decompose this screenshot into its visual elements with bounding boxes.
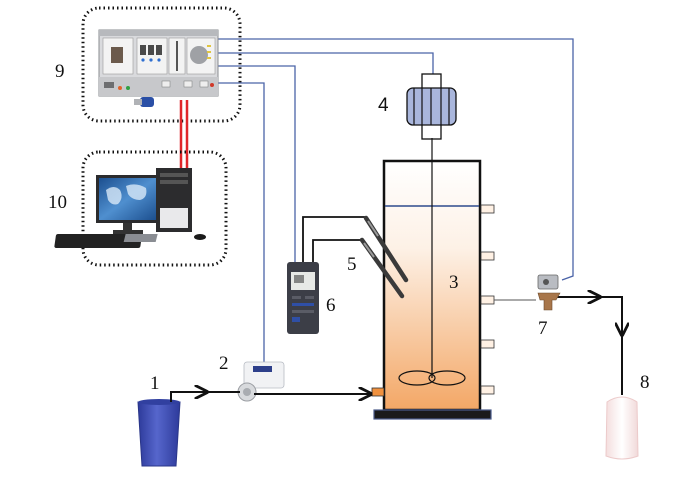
label-3: 3 <box>449 272 459 293</box>
data-cables <box>179 100 189 168</box>
label-7: 7 <box>538 318 548 339</box>
stirrer-motor: 4 <box>378 73 457 140</box>
signal-wire-motor <box>218 52 434 74</box>
flow-bucket-to-pump <box>170 392 207 402</box>
label-10: 10 <box>48 192 67 213</box>
control-panel-icon <box>98 29 219 107</box>
handheld-meter: 6 <box>287 262 336 334</box>
control-panel-group: 9 <box>55 6 242 123</box>
label-9: 9 <box>55 61 65 82</box>
computer-dashed-border <box>81 150 228 267</box>
signal-wires <box>218 38 574 362</box>
peristaltic-pump: 2 <box>219 353 285 402</box>
label-8: 8 <box>640 372 650 393</box>
reactor-vessel: 3 <box>371 138 495 420</box>
flow-lines <box>170 296 622 402</box>
signal-wire-meter <box>218 65 296 262</box>
label-6: 6 <box>326 295 336 316</box>
effluent-container: 8 <box>605 372 650 460</box>
computer-icon <box>54 168 206 248</box>
probes: 5 <box>302 215 409 299</box>
computer-group: 10 <box>48 150 228 267</box>
solenoid-valve: 7 <box>537 274 561 339</box>
flow-outlet-down <box>600 296 622 335</box>
feed-bucket: 1 <box>137 373 181 467</box>
signal-wire-valve <box>218 38 574 281</box>
reactor-inlet-port <box>371 387 385 397</box>
label-4: 4 <box>378 95 389 116</box>
label-5: 5 <box>347 254 357 275</box>
label-1: 1 <box>150 373 160 394</box>
signal-wire-pump <box>218 82 265 362</box>
reactor-sample-ports <box>480 204 495 395</box>
control-panel-dashed-border <box>81 6 242 123</box>
label-2: 2 <box>219 353 229 374</box>
